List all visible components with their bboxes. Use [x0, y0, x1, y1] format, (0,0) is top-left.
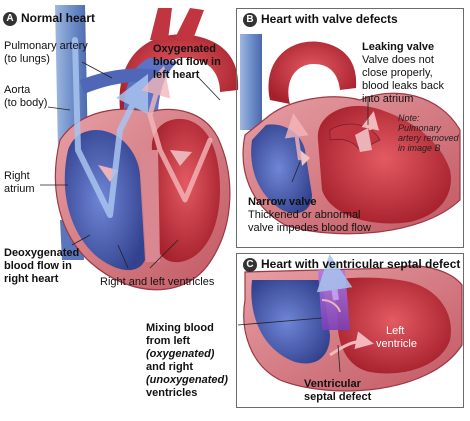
- label-right-atrium-2: atrium: [4, 183, 35, 195]
- label-leaking-4: into atrium: [362, 93, 414, 105]
- label-mixing-6: ventricles: [146, 387, 198, 399]
- panel-b-title: Heart with valve defects: [261, 12, 398, 26]
- panel-c-badge: C: [243, 258, 257, 272]
- label-right-atrium-1: Right: [4, 170, 30, 182]
- panel-a-badge: A: [3, 12, 17, 26]
- panel-b-pointer-lines: [291, 98, 369, 183]
- panel-c-title: Heart with ventricular septal defect: [261, 257, 461, 271]
- label-narrow-2: valve impedes blood flow: [248, 222, 371, 234]
- label-leaking-1: Valve does not: [362, 54, 434, 66]
- label-deoxygenated-1: Deoxygenated: [4, 247, 80, 259]
- label-right-left-ventricles: Right and left ventricles: [100, 276, 215, 288]
- label-leaking-2: close properly,: [362, 67, 433, 79]
- panel-b-heart: [240, 34, 461, 235]
- label-vsd-1: Ventricular: [304, 378, 361, 390]
- label-leaking-3: blood leaks back: [362, 80, 444, 92]
- label-left-ventricle-2: ventricle: [376, 338, 417, 350]
- label-vsd-2: septal defect: [304, 391, 372, 403]
- label-mixing-1: Mixing blood: [146, 322, 214, 334]
- label-note-2: Pulmonary: [398, 123, 442, 133]
- panel-c-frame: [236, 253, 464, 408]
- label-narrow-valve: Narrow valve: [248, 196, 317, 208]
- label-oxygenated-1: Oxygenated: [153, 43, 216, 55]
- label-deoxygenated-3: right heart: [4, 273, 59, 285]
- label-note-1: Note:: [398, 113, 420, 123]
- label-pulmonary-artery: Pulmonary artery: [4, 40, 88, 52]
- label-aorta-sub: (to body): [4, 97, 48, 109]
- label-pulmonary-artery-sub: (to lungs): [4, 53, 50, 65]
- label-oxygenated-3: left heart: [153, 69, 200, 81]
- label-mixing-4: and right: [146, 361, 194, 373]
- label-deoxygenated-2: blood flow in: [4, 260, 72, 272]
- panel-a-heart: [54, 37, 231, 291]
- panel-a-title: Normal heart: [21, 11, 96, 25]
- panel-c-heart: [243, 254, 463, 392]
- panel-b-frame: [236, 8, 464, 248]
- panel-c-pointer-lines: [237, 317, 341, 373]
- label-aorta: Aorta: [4, 84, 31, 96]
- label-mixing-2: from left: [146, 335, 190, 347]
- label-left-ventricle-1: Left: [386, 325, 405, 337]
- label-mixing-5: (unoxygenated): [146, 374, 228, 386]
- panel-b-badge: B: [243, 13, 257, 27]
- label-leaking-valve: Leaking valve: [362, 41, 435, 53]
- panel-a-pointer-lines: [40, 61, 221, 269]
- label-mixing-3: (oxygenated): [146, 348, 215, 360]
- label-note-3: artery removed: [398, 133, 459, 143]
- label-note-4: in image B: [398, 143, 441, 153]
- label-narrow-1: Thickened or abnormal: [248, 209, 361, 221]
- label-oxygenated-2: blood flow in: [153, 56, 221, 68]
